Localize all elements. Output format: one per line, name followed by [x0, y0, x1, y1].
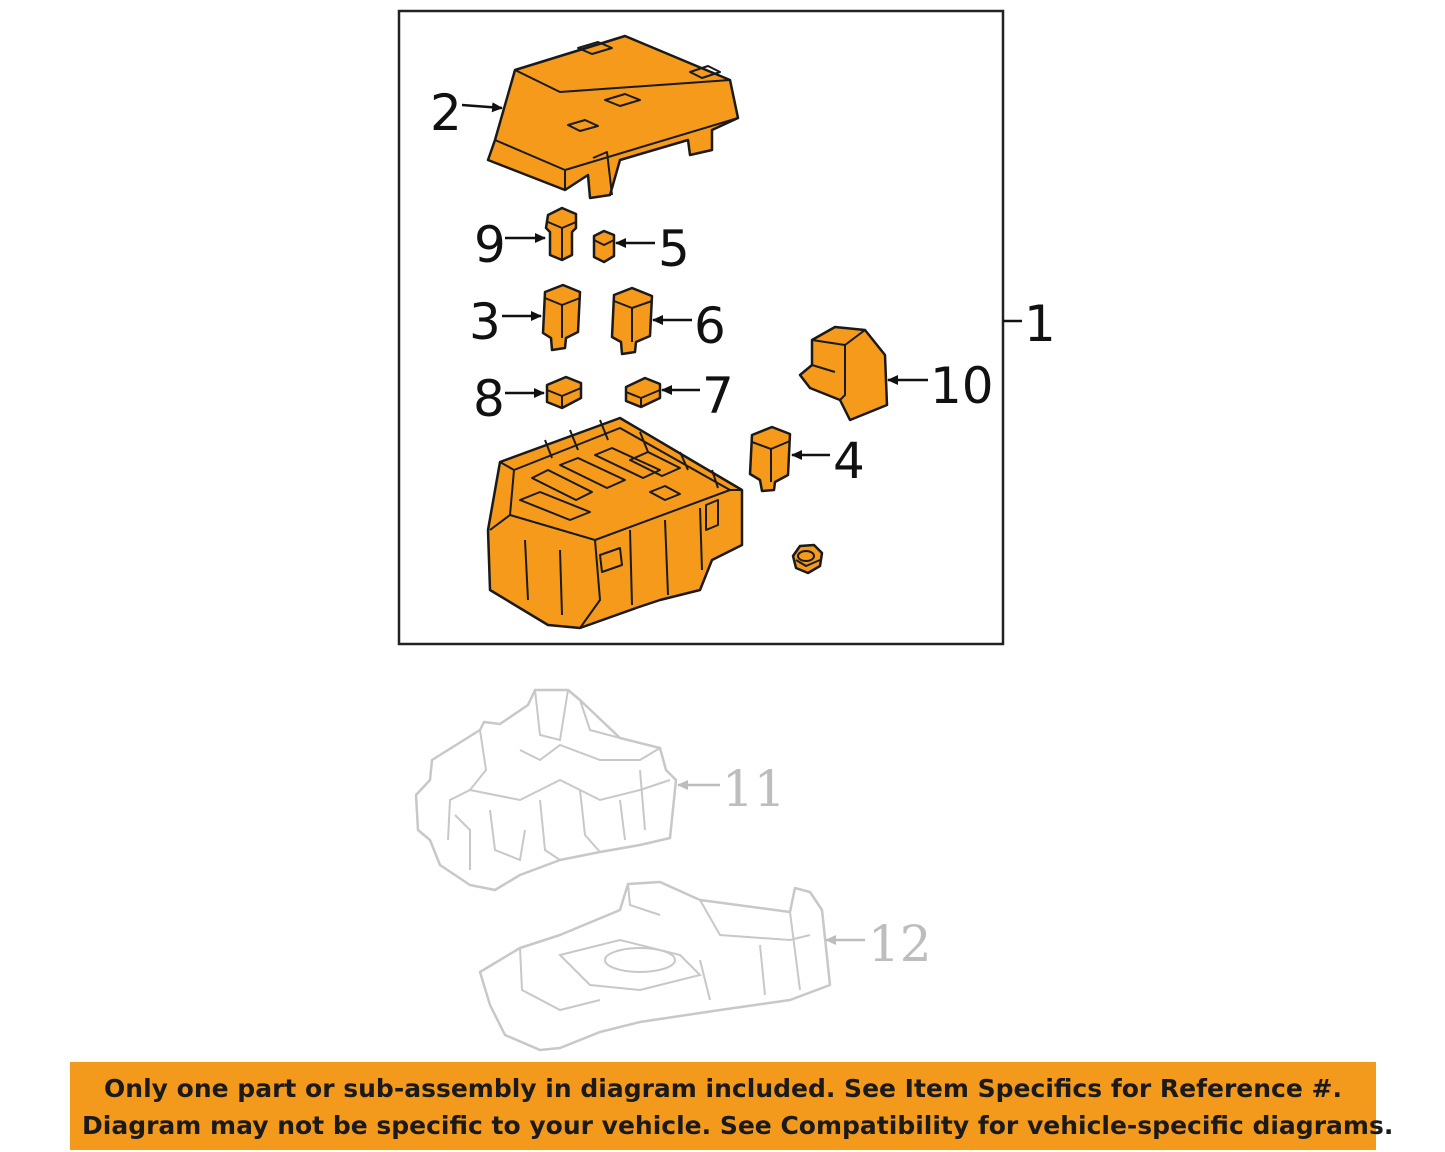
disclaimer-banner: Only one part or sub-assembly in diagram…	[70, 1062, 1394, 1150]
callout-4: 4	[833, 432, 865, 490]
part-3-relay	[541, 283, 582, 352]
part-11-bracket-ghost	[414, 688, 678, 892]
callout-5: 5	[658, 220, 690, 278]
part-6-relay	[610, 286, 654, 356]
fuse-box-housing	[486, 416, 744, 630]
part-7-relay	[624, 376, 662, 409]
part-2-cover	[486, 34, 740, 200]
callout-1: 1	[1024, 295, 1056, 353]
callout-6: 6	[694, 297, 726, 355]
part-5-fuse	[592, 229, 616, 264]
callout-10: 10	[930, 357, 994, 415]
callout-12: 12	[868, 915, 932, 973]
callout-2: 2	[430, 84, 462, 142]
nut-fastener	[791, 543, 824, 575]
callout-7: 7	[702, 367, 734, 425]
disclaimer-line-2: Diagram may not be specific to your vehi…	[82, 1111, 1394, 1140]
part-10-cover	[798, 325, 889, 422]
part-9-fuse	[544, 206, 578, 262]
leader-2	[461, 102, 503, 113]
disclaimer-line-1: Only one part or sub-assembly in diagram…	[104, 1074, 1342, 1103]
part-8-relay	[545, 375, 583, 410]
callout-9: 9	[474, 216, 506, 274]
callout-11: 11	[722, 760, 786, 818]
part-12-tray-ghost	[478, 880, 832, 1052]
callout-3: 3	[469, 293, 501, 351]
assembly-frame	[397, 9, 1005, 646]
callout-8: 8	[473, 370, 505, 428]
part-4-relay	[748, 425, 792, 493]
